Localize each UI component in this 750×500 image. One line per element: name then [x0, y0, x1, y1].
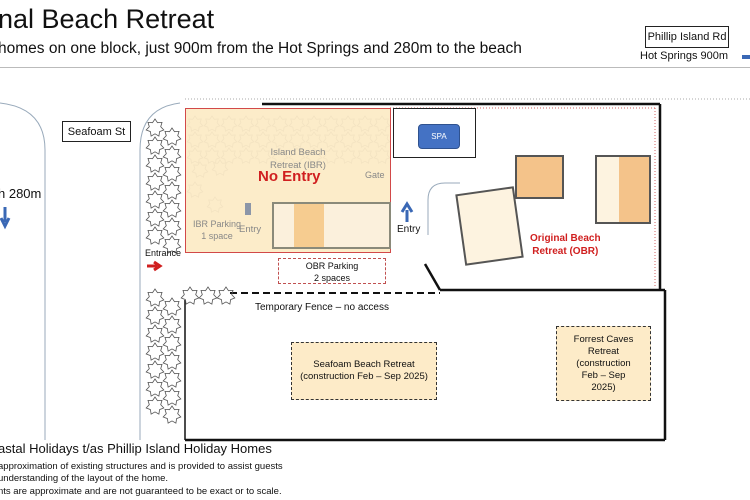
tree-icon: [145, 324, 165, 343]
tree-icon: [162, 351, 182, 370]
tree-icon: [145, 396, 165, 415]
obr-floor-plan-upper: [595, 155, 651, 224]
forrest-line4: Feb – Sep: [581, 369, 626, 381]
hot-springs-arrow-icon: [742, 55, 750, 59]
tree-icon: [180, 286, 200, 305]
tree-icon: [162, 297, 182, 316]
obr-parking: OBR Parking 2 spaces: [278, 258, 386, 284]
ibr-parking-line2: 1 space: [201, 231, 233, 241]
page-title: nal Beach Retreat: [0, 4, 215, 34]
tree-icon: [162, 217, 182, 236]
hot-springs-distance: Hot Springs 900m: [640, 50, 729, 62]
seafoam-line2: (construction Feb – Sep 2025): [300, 371, 428, 382]
fence-label: Temporary Fence – no access: [255, 302, 389, 313]
gate-label: Gate: [365, 170, 385, 180]
tree-icon: [162, 405, 182, 424]
entrance-arrow-icon: [147, 260, 163, 272]
obr-name-line2: Retreat (OBR): [532, 246, 599, 257]
road-label-seafoam: Seafoam St: [62, 121, 131, 142]
tree-icon: [145, 342, 165, 361]
obr-boundary-diagonal: [423, 263, 442, 291]
seafoam-line1: Seafoam Beach Retreat: [313, 359, 415, 370]
tree-icon: [162, 181, 182, 200]
ibr-parking: IBR Parking 1 space: [193, 218, 241, 242]
tree-icon: [145, 118, 165, 137]
tree-icon: [145, 226, 165, 245]
tree-icon: [162, 235, 182, 254]
ibr-entry-arrow-icon: [245, 203, 251, 215]
ibr-entry-label: Entry: [239, 224, 262, 235]
ibr-parking-line1: IBR Parking: [193, 219, 242, 229]
tree-icon: [162, 163, 182, 182]
obr-driveway: [427, 182, 460, 235]
tree-icon: [145, 190, 165, 209]
page-subtitle: homes on one block, just 900m from the H…: [0, 40, 522, 57]
obr-entry-arrow-icon: [400, 201, 414, 222]
forrest-line3: (construction: [576, 357, 631, 369]
footer-company: astal Holidays t/as Phillip Island Holid…: [0, 441, 272, 456]
no-entry-label: No Entry: [258, 168, 321, 185]
beach-distance: h 280m: [0, 186, 42, 201]
forrest-caves-retreat: Forrest Caves Retreat (construction Feb …: [556, 326, 651, 401]
footer-note-3: nts are approximate and are not guarante…: [0, 486, 282, 497]
obr-floor-plan-bedrooms: [515, 155, 564, 199]
footer-note-1: approximation of existing structures and…: [0, 461, 283, 472]
spa-enclosure: [393, 108, 476, 158]
tree-icon: [162, 333, 182, 352]
tree-icon: [162, 369, 182, 388]
tree-icon: [145, 360, 165, 379]
tree-icon: [162, 315, 182, 334]
ibr-name-line2: Retreat (IBR): [270, 160, 326, 171]
tree-icon: [145, 378, 165, 397]
ibr-floor-plan: [272, 202, 391, 249]
obr-name-line1: Original Beach: [530, 233, 601, 244]
tree-icon: [162, 127, 182, 146]
obr-parking-line1: OBR Parking: [305, 261, 359, 271]
tree-icon: [145, 306, 165, 325]
road-curve-seafoam: [139, 102, 181, 440]
tree-icon: [162, 145, 182, 164]
tree-icon: [145, 136, 165, 155]
beach-arrow-icon: [0, 207, 11, 230]
obr-entry-label: Entry: [397, 224, 421, 235]
road-label-phillip-island: Phillip Island Rd: [645, 26, 729, 48]
tree-icon: [145, 288, 165, 307]
tree-icon: [162, 387, 182, 406]
footer-note-2: understanding of the layout of the home.: [0, 473, 169, 484]
tree-icon: [162, 199, 182, 218]
forrest-line1: Forrest Caves: [573, 333, 634, 345]
header-divider: [0, 67, 750, 68]
seafoam-beach-retreat: Seafoam Beach Retreat (construction Feb …: [291, 342, 437, 400]
tree-icon: [198, 286, 218, 305]
tree-icon: [216, 286, 236, 305]
forrest-line2: Retreat: [587, 345, 620, 357]
spa: SPA: [418, 124, 460, 149]
tree-icon: [145, 172, 165, 191]
tree-icon: [145, 208, 165, 227]
ibr-name-line1: Island Beach: [270, 147, 326, 158]
tree-icon: [145, 154, 165, 173]
obr-floor-plan-lower: [455, 186, 524, 266]
forrest-line5: 2025): [591, 381, 616, 393]
obr-parking-line2: 2 spaces: [313, 273, 351, 283]
road-curve-left: [0, 102, 46, 440]
entrance-label: Entrance: [145, 248, 182, 258]
